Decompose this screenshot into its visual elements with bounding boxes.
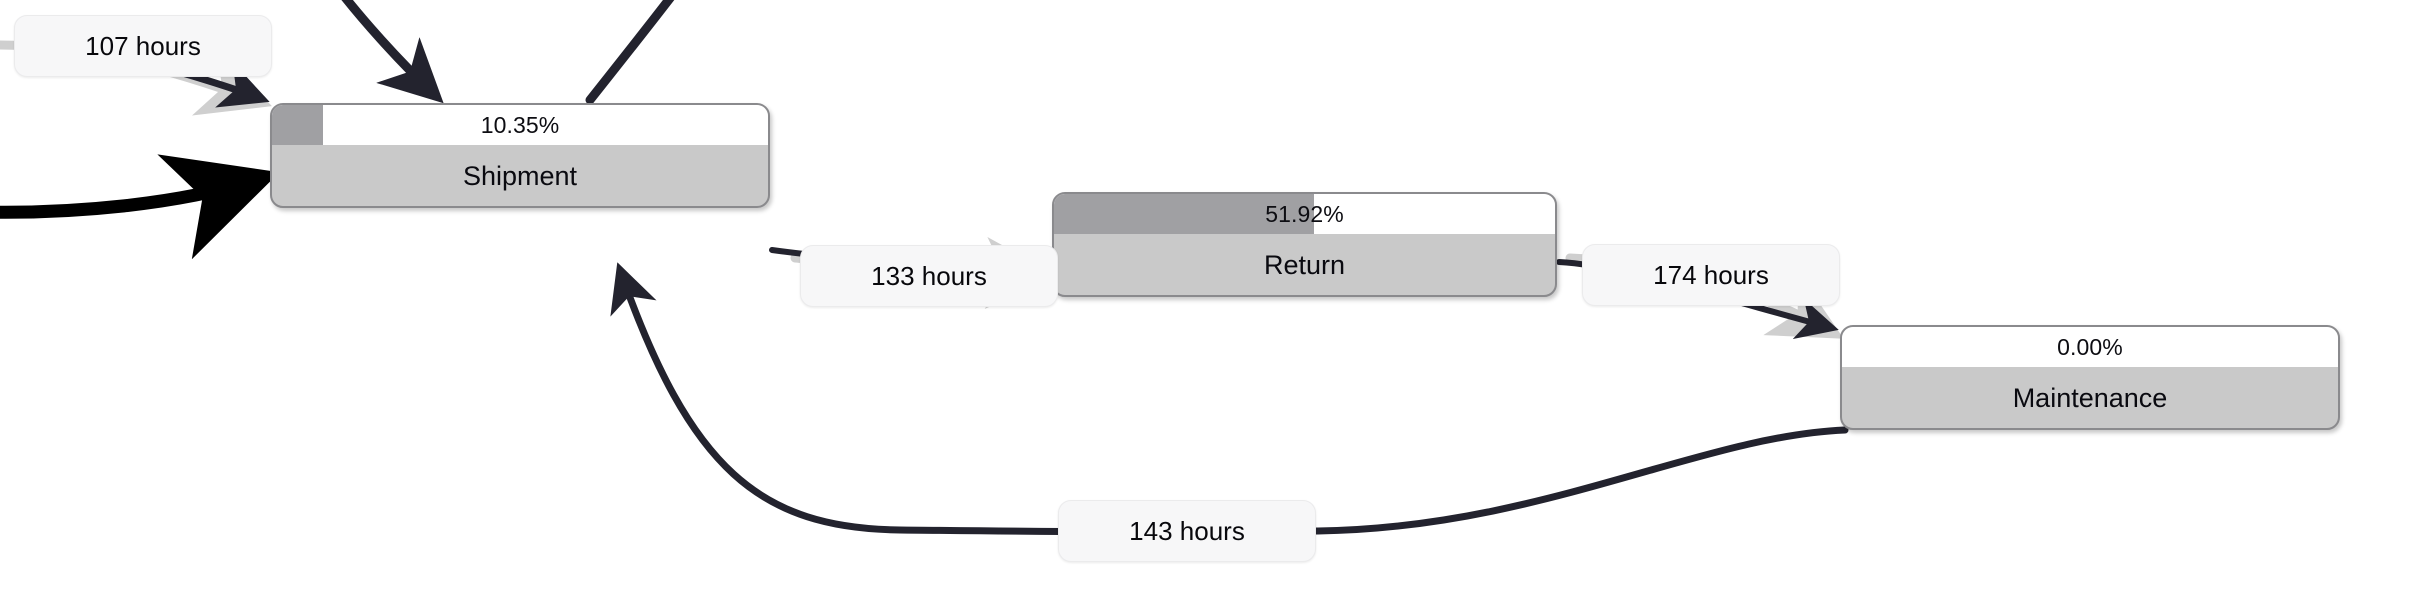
edge-maintenance-to-shipment [610,262,1849,536]
edge-left-into-shipment [0,154,280,260]
edge-label-107-hours[interactable]: 107 hours [14,15,272,77]
shipment-progress-fill [272,105,324,145]
return-progress-fill [1054,194,1315,234]
edge-label-133-hours[interactable]: 133 hours [800,245,1058,307]
return-percent-label: 51.92% [1265,200,1344,227]
return-progress-bar: 51.92% [1054,194,1555,235]
maintenance-percent-label: 0.00% [2057,333,2123,360]
maintenance-node-label: Maintenance [2012,382,2168,413]
process-node-return[interactable]: 51.92% Return [1052,192,1557,297]
shipment-progress-bar: 10.35% [272,105,768,146]
edge-top-into-shipment-b [585,0,675,105]
maintenance-progress-bar: 0.00% [1842,327,2338,368]
process-node-shipment[interactable]: 10.35% Shipment [270,103,770,208]
edge-label-143-hours[interactable]: 143 hours [1058,500,1316,562]
edge-top-into-shipment-a [341,0,444,104]
shipment-percent-label: 10.35% [480,111,560,138]
return-node-label: Return [1263,249,1346,280]
process-node-maintenance[interactable]: 0.00% Maintenance [1840,325,2340,430]
shipment-node-label: Shipment [462,160,578,191]
edge-label-174-hours[interactable]: 174 hours [1582,244,1840,306]
